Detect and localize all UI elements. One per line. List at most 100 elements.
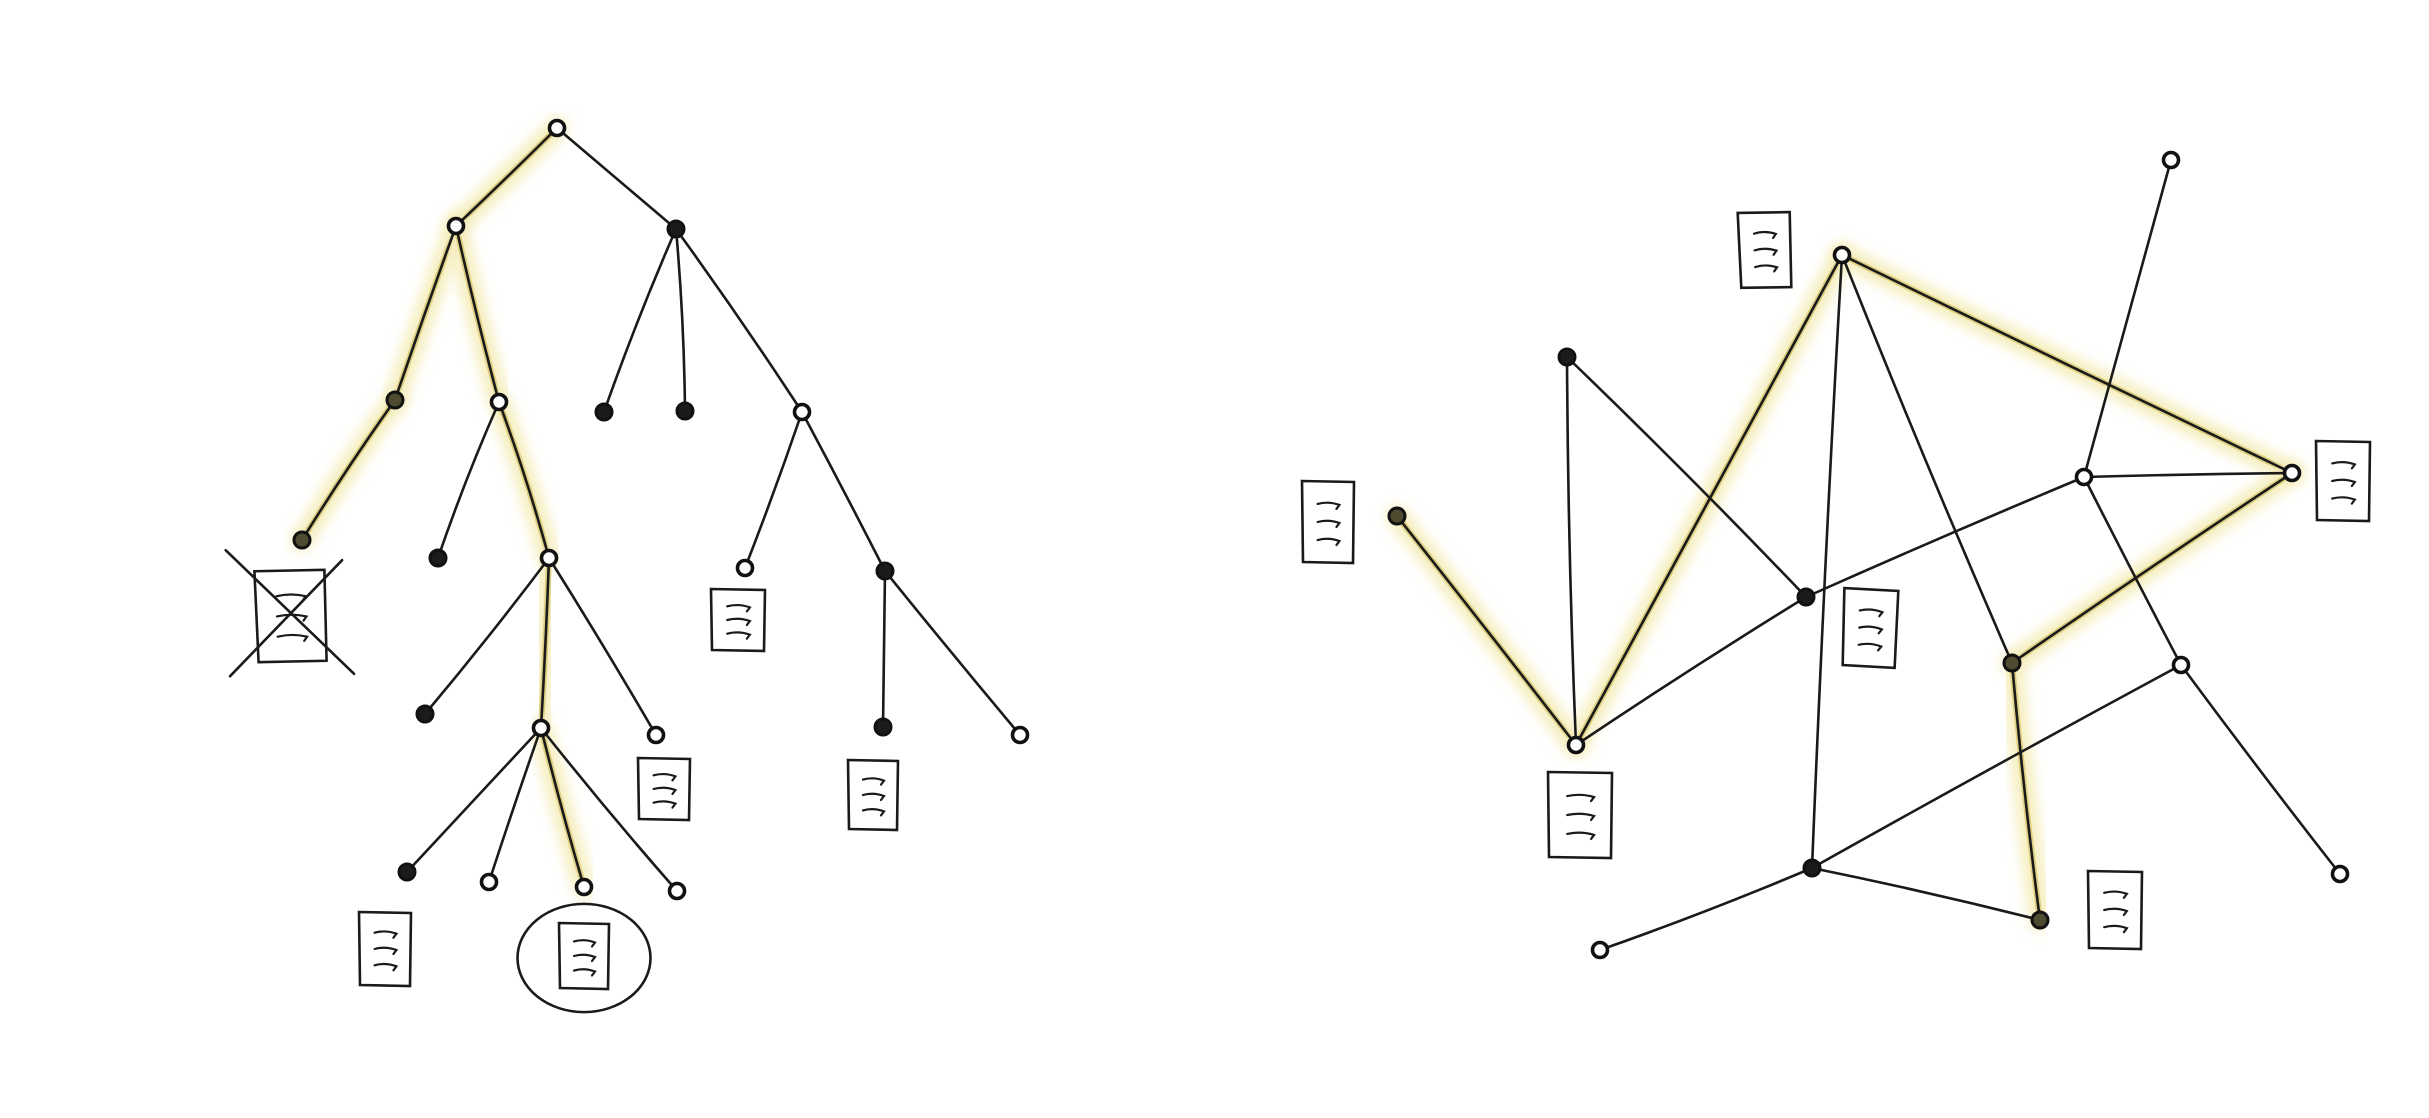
document-outline xyxy=(557,921,611,991)
tree-edge-t-m-mid-t-l2 xyxy=(487,726,543,884)
tree-node-t-a2-mid xyxy=(539,548,559,568)
tree-node-t-m-mid xyxy=(531,718,551,738)
document-text-line xyxy=(1858,608,1885,618)
document-text-line xyxy=(652,772,678,782)
document-text-line xyxy=(861,777,886,786)
tree-edge-t-root-t-a xyxy=(454,126,559,228)
tree-node-t-l1 xyxy=(397,862,417,882)
cross-stroke xyxy=(228,558,344,678)
graph-node-g-bottom-right xyxy=(2030,910,2050,930)
document-outline xyxy=(357,910,413,988)
document-icon xyxy=(357,910,413,988)
graph-node-g-mid-right xyxy=(2074,467,2094,487)
tree-highlight-glow xyxy=(291,117,595,898)
tree-edge-t-b-t-b2 xyxy=(674,227,687,413)
graph-node-g-bottom-left xyxy=(1590,940,1610,960)
document-icon xyxy=(2086,869,2144,951)
document-text-line xyxy=(726,603,752,613)
document-text-line xyxy=(572,939,597,948)
graph-node-g-far-top xyxy=(2161,150,2181,170)
tree-nodes xyxy=(292,118,1030,901)
document-icon xyxy=(709,587,767,653)
graph-edge-g-mid-low-g-bottom-right xyxy=(2010,661,2042,922)
graph-edge-g-left-g-low-left xyxy=(1395,514,1578,747)
document-text-line xyxy=(726,617,752,627)
document-text-line xyxy=(2331,478,2357,488)
document-icon xyxy=(1546,770,1614,860)
document-outline xyxy=(1546,770,1614,860)
graph-edge-g-center-g-mid-right xyxy=(1804,475,2086,599)
document-text-line xyxy=(1316,501,1342,511)
tree-node-t-l2 xyxy=(479,872,499,892)
graph-node-g-top xyxy=(1832,245,1852,265)
tree-edges xyxy=(300,126,1022,893)
graph-edge-g-left-top-g-center xyxy=(1565,355,1808,599)
document-outline xyxy=(2314,439,2372,523)
graph-edge-g-low-left-g-center xyxy=(1574,595,1808,747)
graph-edge-g-left-top-g-low-left xyxy=(1565,355,1578,747)
graph-edge-g-right-g-mid-low xyxy=(2010,471,2294,665)
tree-edge-t-root-t-b xyxy=(555,126,678,231)
document-icon xyxy=(846,758,900,832)
graph-edge-g-bottom-g-bottom-left xyxy=(1598,866,1814,952)
tree-node-t-b2 xyxy=(675,401,695,421)
tree-edge-t-b-t-b1 xyxy=(602,227,678,414)
graph-edge-g-top-g-bottom xyxy=(1810,253,1844,870)
graph-node-g-bottom xyxy=(1802,858,1822,878)
graph-node-g-center xyxy=(1796,587,1816,607)
graph-edge-g-bottom-g-bottom-right xyxy=(1810,866,2042,922)
tree-node-t-r-right xyxy=(1010,725,1030,745)
tree-edge-t-m-mid-t-l3 xyxy=(539,726,586,889)
document-icon xyxy=(636,756,692,822)
graph-nodes xyxy=(1387,150,2350,960)
tree-node-t-l3 xyxy=(574,877,594,897)
tree-node-t-r-down xyxy=(873,717,893,737)
graph-node-g-low-left xyxy=(1566,735,1586,755)
document-text-line xyxy=(2331,496,2357,505)
tree-edge-t-m-mid-t-l4 xyxy=(539,726,679,893)
tree-node-t-a2-leaf xyxy=(428,548,448,568)
circled-document-icon xyxy=(516,902,652,1014)
document-text-line xyxy=(861,792,886,802)
circle-mark xyxy=(516,902,652,1014)
tree-node-t-a1 xyxy=(385,390,405,410)
document-outline xyxy=(636,756,692,822)
document-text-line xyxy=(2331,461,2357,470)
tree-edge-t-b3-t-b3-right xyxy=(800,410,887,573)
document-text-line xyxy=(1566,793,1596,803)
tree-edge-t-a2-t-a2-leaf xyxy=(436,400,501,560)
document-text-line xyxy=(1316,519,1342,529)
document-text-line xyxy=(2103,890,2129,899)
document-text-line xyxy=(1858,625,1884,635)
document-text-line xyxy=(572,968,597,977)
tree-node-t-m-right xyxy=(646,725,666,745)
document-text-line xyxy=(1566,812,1596,822)
document-outline xyxy=(1736,210,1793,290)
tree-documents xyxy=(224,548,900,1014)
document-text-line xyxy=(726,631,752,640)
document-text-line xyxy=(2103,907,2129,917)
graph-node-g-left-top xyxy=(1557,347,1577,367)
tree-edge-t-a2-t-a2-mid xyxy=(497,400,551,560)
document-icon xyxy=(1300,479,1356,565)
document-icon xyxy=(1736,210,1793,290)
document-text-line xyxy=(861,808,886,817)
tree-edge-t-b-t-b3 xyxy=(674,227,804,414)
graph-node-g-right xyxy=(2282,463,2302,483)
graph-edge-g-bottom-g-right-low xyxy=(1810,663,2183,870)
graph-edges xyxy=(1395,158,2342,952)
document-text-line xyxy=(373,962,399,972)
tree-node-t-b3-right xyxy=(875,561,895,581)
tree-node-t-b xyxy=(666,219,686,239)
tree-edge-t-a2-mid-t-m-left xyxy=(423,556,551,716)
cross-stroke xyxy=(224,548,356,676)
tree-edge-t-a-t-a1 xyxy=(393,224,458,402)
tree-edge-t-m-mid-t-l1 xyxy=(405,726,543,874)
document-outline xyxy=(2086,869,2144,951)
document-text-line xyxy=(1752,230,1778,240)
graph-edge-g-mid-right-g-right xyxy=(2082,471,2294,479)
tree-node-t-b1 xyxy=(594,402,614,422)
crossed-out-document-icon xyxy=(224,548,356,678)
document-text-line xyxy=(1316,537,1342,547)
tree-edge-t-a2-mid-t-m-right xyxy=(547,556,658,737)
